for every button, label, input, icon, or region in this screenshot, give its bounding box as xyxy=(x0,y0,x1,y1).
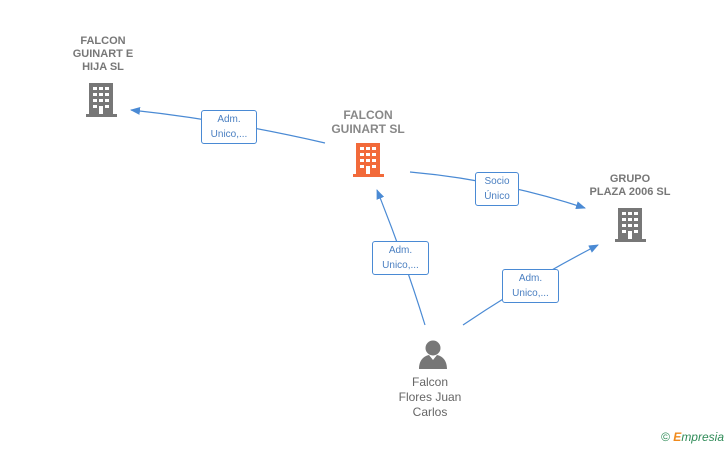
node-label-person[interactable]: Falcon Flores Juan Carlos xyxy=(398,375,462,419)
building-icon[interactable] xyxy=(615,208,646,242)
node-label-falcon-guinart[interactable]: FALCON GUINART SL xyxy=(331,108,405,136)
edge-label-person-to-main[interactable]: Adm. Unico,... xyxy=(372,241,429,275)
edge-label-main-to-grupo[interactable]: Socio Único xyxy=(475,172,519,206)
node-label-grupo-plaza[interactable]: GRUPO PLAZA 2006 SL xyxy=(589,173,671,198)
brand-name: mpresia xyxy=(681,430,724,444)
person-icon[interactable] xyxy=(419,340,447,370)
copyright-symbol: © xyxy=(661,430,670,444)
edge-label-main-to-hija[interactable]: Adm. Unico,... xyxy=(201,110,257,144)
building-icon[interactable] xyxy=(353,143,384,177)
brand-initial: E xyxy=(673,430,682,444)
edge-label-person-to-grupo[interactable]: Adm. Unico,... xyxy=(502,269,559,303)
node-label-falcon-guinart-e-hija[interactable]: FALCON GUINART E HIJA SL xyxy=(72,35,134,73)
brand-logo: © Empresia xyxy=(661,430,724,444)
building-icon[interactable] xyxy=(86,83,117,117)
